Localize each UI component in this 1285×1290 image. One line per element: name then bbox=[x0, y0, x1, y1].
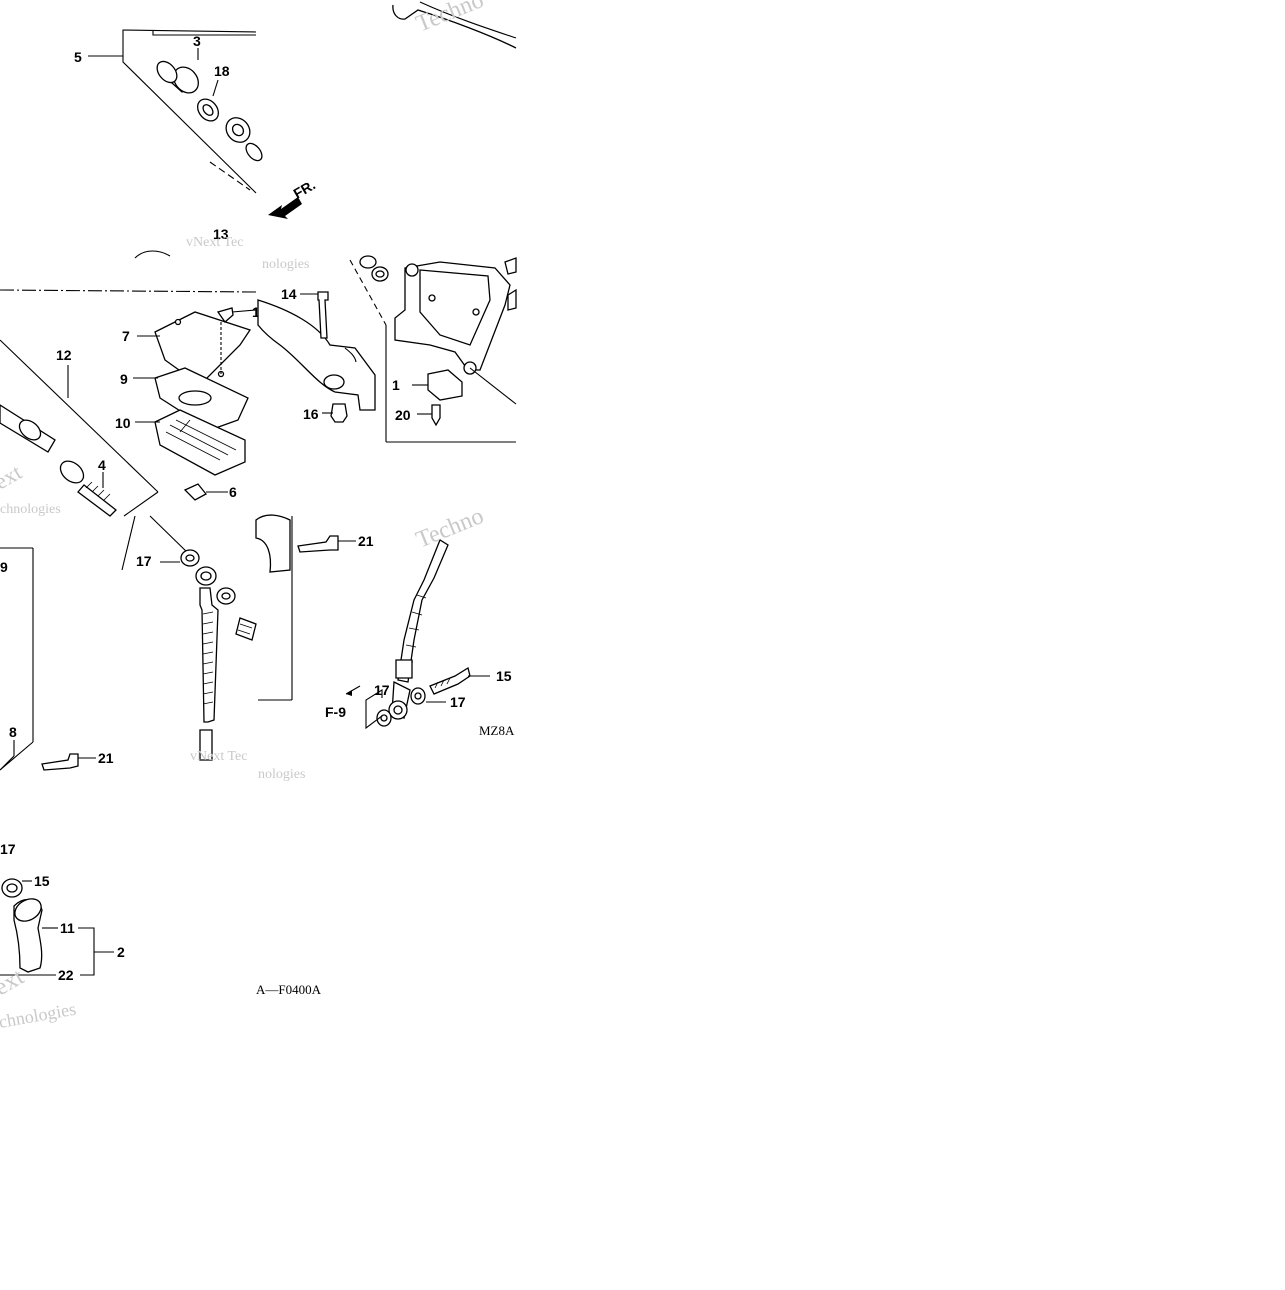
callout-19: 1 bbox=[252, 304, 260, 320]
sealing-washers bbox=[180, 549, 236, 605]
watermark: chnologies bbox=[0, 502, 61, 517]
tile-middle-left: 12 7 9 10 4 6 1 ext chnologies bbox=[0, 289, 260, 517]
pivot-bolt bbox=[317, 291, 329, 339]
callout-2: 2 bbox=[117, 944, 125, 960]
diaphragm bbox=[154, 409, 246, 476]
watermark: vNext Tec bbox=[186, 235, 243, 250]
reservoir-cap bbox=[154, 311, 252, 386]
bolt-21-upper bbox=[297, 535, 339, 553]
callout-9b: 9 bbox=[0, 559, 8, 575]
callout-14: 14 bbox=[281, 286, 297, 302]
handlebar-clamp bbox=[255, 514, 291, 573]
switch-screw bbox=[431, 404, 441, 427]
diagram-code: MZ8A bbox=[479, 723, 515, 738]
callout-16: 16 bbox=[303, 406, 319, 422]
clip bbox=[183, 483, 207, 501]
brake-lever bbox=[257, 299, 376, 411]
callout-15b: 15 bbox=[34, 873, 50, 889]
callout-12: 12 bbox=[56, 347, 72, 363]
watermark: nologies bbox=[258, 767, 305, 782]
callout-7: 7 bbox=[122, 328, 130, 344]
watermark: Techno bbox=[413, 503, 488, 553]
watermark: vNext Tec bbox=[190, 749, 247, 764]
callout-15a: 15 bbox=[496, 668, 512, 684]
banjo-bolt-lower bbox=[429, 666, 471, 695]
tile-hose-right: 21 17 17 15 F-9 MZ8A Techno nologies bbox=[255, 503, 515, 782]
master-cylinder-body bbox=[394, 257, 517, 405]
callout-3: 3 bbox=[193, 33, 201, 49]
callout-10: 10 bbox=[115, 415, 131, 431]
banjo-fitting bbox=[1, 878, 43, 973]
callout-8: 8 bbox=[9, 724, 17, 740]
piston-cup bbox=[156, 60, 199, 94]
callout-6: 6 bbox=[229, 484, 237, 500]
brake-switch bbox=[412, 369, 463, 401]
watermark: nologies bbox=[262, 257, 309, 272]
callout-17a: 17 bbox=[136, 553, 152, 569]
callout-21a: 21 bbox=[98, 750, 114, 766]
watermark: chnologies bbox=[0, 999, 78, 1032]
tile-hose-left: 9 17 8 21 vNext Tec bbox=[0, 515, 257, 771]
watermark: ext bbox=[0, 459, 26, 494]
callout-21b: 21 bbox=[358, 533, 374, 549]
brake-hose bbox=[199, 587, 219, 761]
callout-4: 4 bbox=[98, 457, 106, 473]
callout-11: 11 bbox=[60, 920, 75, 936]
pivot-nut bbox=[330, 403, 348, 423]
banjo-bolt bbox=[235, 617, 257, 641]
snap-ring bbox=[197, 79, 219, 122]
piston-assembly bbox=[0, 404, 117, 517]
callout-20: 20 bbox=[395, 407, 411, 423]
brake-hose-lower bbox=[388, 539, 449, 720]
ref-page: F-9 bbox=[325, 704, 346, 720]
tile-top-right: Techno bbox=[392, 0, 517, 49]
tile-top-left: FR. 5 3 18 13 vNext Tec bbox=[74, 29, 319, 259]
callout-1: 1 bbox=[392, 377, 400, 393]
callout-5: 5 bbox=[74, 49, 82, 65]
front-arrow bbox=[268, 197, 302, 219]
callout-9: 9 bbox=[120, 371, 128, 387]
tile-bottom-left: 17 15 11 22 2 A—F0400A ext chnologies bbox=[0, 841, 322, 1032]
front-arrow-label: FR. bbox=[291, 176, 319, 201]
screw bbox=[216, 307, 234, 323]
diaphragm-plate bbox=[154, 367, 249, 431]
callout-22: 22 bbox=[58, 967, 74, 983]
callout-17c: 17 bbox=[450, 694, 466, 710]
tile-middle-right: 14 16 1 20 nologies bbox=[257, 255, 517, 443]
bolt-21 bbox=[41, 753, 79, 771]
callout-13: 13 bbox=[213, 226, 229, 242]
callout-17d: 17 bbox=[0, 841, 16, 857]
callout-18: 18 bbox=[214, 63, 230, 79]
diagram-code-b: A—F0400A bbox=[256, 982, 322, 997]
callout-17b: 17 bbox=[374, 682, 390, 698]
